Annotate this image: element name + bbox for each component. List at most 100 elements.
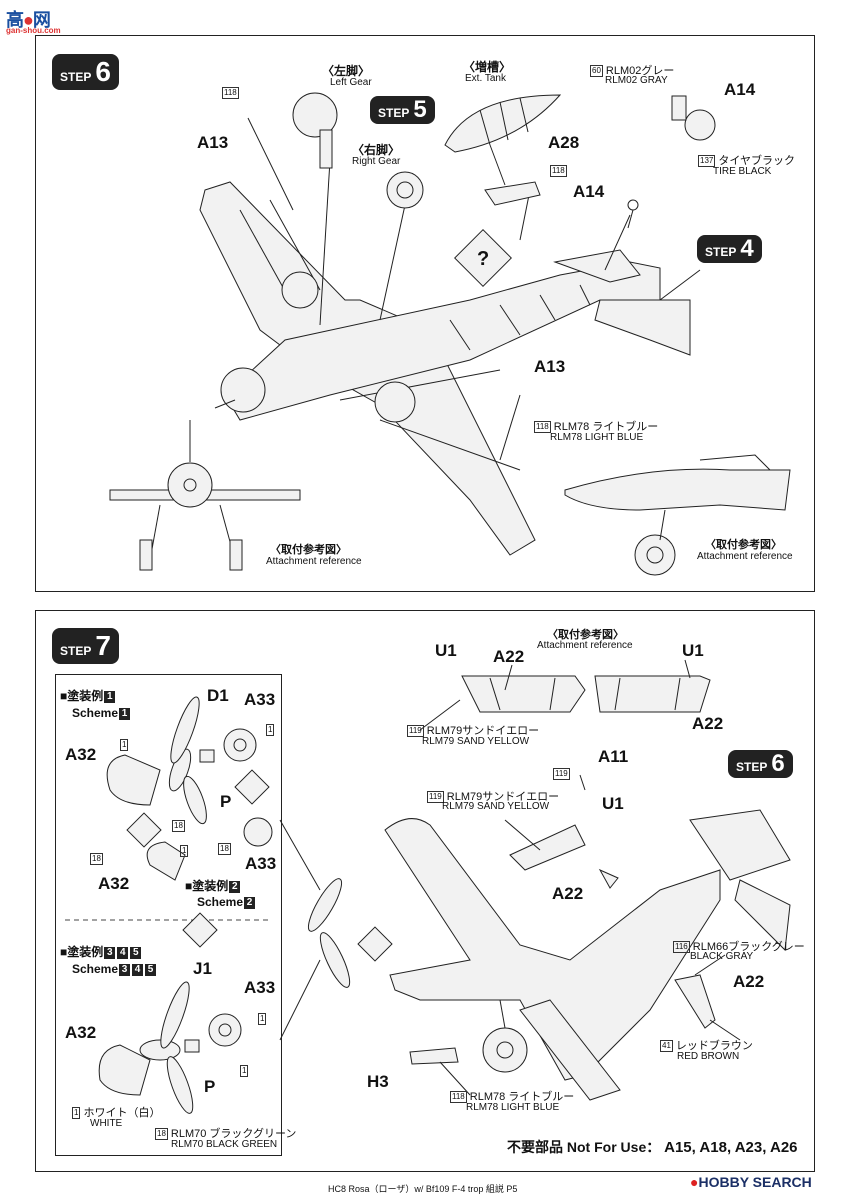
- c18-b-num: 18: [218, 842, 231, 855]
- ref-right-en: Attachment reference: [697, 551, 793, 562]
- watermark-url: gan-shou.com: [6, 26, 61, 35]
- c18-a: 18: [172, 817, 188, 835]
- c18-b: 18: [218, 840, 234, 858]
- scheme3-jp: ■塗装例: [60, 945, 104, 959]
- part-a22-right: A22: [692, 714, 724, 733]
- part-a33-a: A33: [244, 690, 276, 709]
- step6-badge: STEP 6: [52, 54, 119, 90]
- scheme3-num-b: 4: [117, 946, 129, 959]
- scheme2-en-num: 2: [244, 896, 256, 909]
- part-a22-low: A22: [733, 972, 765, 991]
- scheme1-jp: ■塗装例: [60, 689, 104, 703]
- step7-ref-en: Attachment reference: [537, 640, 633, 651]
- c41-jp-text: レッドブラウン: [675, 1040, 753, 1052]
- c119-top-en: RLM79 SAND YELLOW: [422, 736, 530, 747]
- color-118-a28-tag: 118: [550, 164, 567, 177]
- part-p-c: P: [204, 1077, 216, 1096]
- left-gear-jp: 〈左脚〉: [322, 64, 371, 78]
- c1-b: 1: [266, 721, 277, 739]
- scheme3-en: Scheme: [72, 962, 119, 976]
- step6-ref-step5-badge: STEP 5: [370, 96, 435, 124]
- scheme2-num: 2: [229, 880, 241, 893]
- tank-jp: 〈増槽〉: [463, 60, 512, 74]
- c1-b-num: 1: [266, 723, 275, 736]
- c1-d-num: 1: [258, 1012, 267, 1025]
- c1-e: 1: [240, 1062, 251, 1080]
- part-h3: H3: [367, 1072, 389, 1091]
- color137-en: TIRE BLACK: [713, 166, 772, 177]
- blackgreen-en: RLM70 BLACK GREEN: [171, 1139, 278, 1150]
- part-a22-left: A22: [493, 647, 525, 666]
- scheme1-en-num: 1: [119, 707, 131, 720]
- color60-num: 60: [590, 65, 603, 78]
- color-118-tag: 118: [222, 86, 239, 99]
- step7-label: STEP: [60, 644, 92, 658]
- part-a32-c: A32: [65, 1023, 97, 1042]
- step7-ref-step6-badge: STEP 6: [728, 750, 793, 778]
- scheme1-en: Scheme: [72, 706, 119, 720]
- color60-jp-text: RLM02グレー: [605, 65, 675, 77]
- blackgreen-jp-text: RLM70 ブラックグリーン: [170, 1128, 297, 1140]
- step7-number: 7: [95, 630, 111, 661]
- not-for-use-parts: A15, A18, A23, A26: [664, 1139, 798, 1156]
- part-a33-b: A33: [245, 854, 277, 873]
- c116-en: BLACK GRAY: [690, 951, 754, 962]
- part-a13-mid: A13: [534, 357, 566, 376]
- part-a33-c: A33: [244, 978, 276, 997]
- c1-c-num: 1: [180, 844, 189, 857]
- footer-text: HC8 Rosa（ローザ）w/ Bf109 F-4 trop 組説 P5: [328, 1184, 518, 1194]
- c1-a-num: 1: [120, 738, 129, 751]
- part-d1: D1: [207, 686, 229, 705]
- part-j1: J1: [193, 959, 212, 978]
- hobby-search-text: HOBBY SEARCH: [698, 1174, 812, 1190]
- c18-c-num: 18: [90, 852, 103, 865]
- part-u1-mid: U1: [602, 794, 624, 813]
- c18-a-num: 18: [172, 819, 185, 832]
- ref-step6-label: STEP: [736, 760, 768, 774]
- color-118-a28: 118: [550, 162, 570, 180]
- part-a32-a: A32: [65, 745, 97, 764]
- right-gear-jp: 〈右脚〉: [352, 143, 401, 157]
- scheme1-num: 1: [104, 690, 116, 703]
- white-en: WHITE: [90, 1118, 123, 1129]
- c116-num: 116: [673, 941, 690, 954]
- scheme3-en-num-b: 4: [132, 963, 144, 976]
- scheme2-en: Scheme: [197, 895, 244, 909]
- c118-jp-text: RLM78 ライトブルー: [469, 1091, 575, 1103]
- blackgreen-num: 18: [155, 1128, 168, 1141]
- ref-step4-number: 4: [740, 235, 754, 262]
- color137-num: 137: [698, 155, 716, 168]
- part-u1-right: U1: [682, 641, 704, 660]
- watermark-logo: 高●网: [6, 10, 51, 30]
- c1-a: 1: [120, 736, 131, 754]
- part-a28: A28: [548, 133, 580, 152]
- scheme3-num-a: 3: [104, 946, 116, 959]
- ref-step5-number: 5: [413, 96, 427, 123]
- white-num: 1: [72, 1107, 81, 1120]
- step6-number: 6: [95, 56, 111, 87]
- hobby-search-logo-icon: ●: [690, 1174, 699, 1190]
- c119-a11-num: 119: [553, 767, 570, 780]
- part-a32-b: A32: [98, 874, 130, 893]
- color118-en: RLM78 LIGHT BLUE: [550, 432, 644, 443]
- ref-left-jp: 〈取付参考図〉: [270, 544, 347, 556]
- part-a14-mid: A14: [573, 182, 605, 201]
- left-gear-en: Left Gear: [330, 77, 372, 88]
- color118-jp-text: RLM78 ライトブルー: [553, 421, 659, 433]
- svg-text:?: ?: [477, 248, 489, 270]
- c41-en: RED BROWN: [677, 1051, 740, 1062]
- ref-step4-label: STEP: [705, 245, 737, 259]
- right-gear-en: Right Gear: [352, 156, 401, 167]
